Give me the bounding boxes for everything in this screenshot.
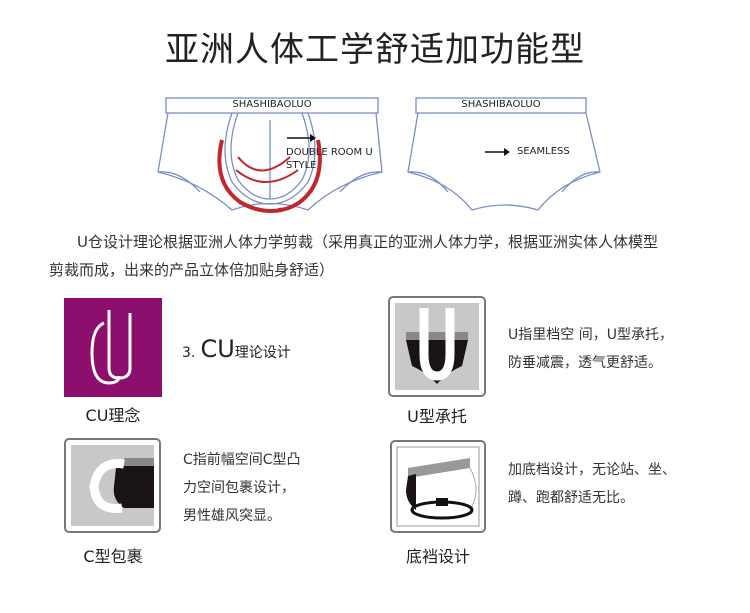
desc-line: C指前幅空间C型凸 — [183, 452, 301, 468]
callout-double-room-line1: DOUBLE ROOM U — [286, 147, 373, 158]
desc-line: U指里档空 间，U型承托， — [508, 327, 673, 343]
u-support-desc: U指里档空 间，U型承托， 防垂减震，透气更舒适。 — [508, 321, 673, 377]
seamless-brief-diagram — [407, 97, 601, 211]
desc-line: 防垂减震，透气更舒适。 — [508, 355, 662, 371]
callout-double-room-line2: STYLE — [286, 160, 317, 171]
cu-logo-icon — [64, 298, 162, 397]
desc-line: 男性雄风突显。 — [183, 508, 281, 524]
brand-label-right: SHASHIBAOLUO — [461, 99, 541, 110]
crotch-design-icon — [390, 440, 486, 533]
u-support-icon — [388, 296, 486, 397]
cu-theory-heading: 3. CU理论设计 — [182, 335, 291, 363]
description-line-2: 剪裁而成，出来的产品立体倍加贴身舒适） — [49, 261, 335, 279]
crotch-design-desc: 加底档设计，无论站、坐、 蹲、跑都舒适无比。 — [508, 456, 676, 512]
brand-label-left: SHASHIBAOLUO — [232, 99, 312, 110]
c-wrap-icon — [64, 438, 161, 533]
heading-text: 理论设计 — [234, 345, 291, 361]
heading-cu: CU — [200, 335, 235, 363]
desc-line: 加底档设计，无论站、坐、 — [508, 462, 676, 478]
heading-number: 3. — [182, 345, 196, 361]
c-wrap-label: C型包裹 — [83, 547, 143, 566]
description-line-1: U仓设计理论根据亚洲人体力学剪裁（采用真正的亚洲人体力学，根据亚洲实体人体模型 — [77, 233, 658, 251]
callout-seamless: SEAMLESS — [517, 146, 570, 157]
desc-line: 力空间包裹设计， — [183, 480, 295, 496]
crotch-design-label: 底裆设计 — [405, 547, 470, 566]
desc-line: 蹲、跑都舒适无比。 — [508, 490, 634, 506]
c-wrap-desc: C指前幅空间C型凸 力空间包裹设计， 男性雄风突显。 — [183, 446, 301, 530]
page-title: 亚洲人体工学舒适加功能型 — [165, 30, 585, 70]
double-room-u-brief-diagram — [157, 97, 383, 213]
u-support-label: U型承托 — [407, 407, 467, 426]
cu-concept-label: CU理念 — [85, 406, 141, 425]
